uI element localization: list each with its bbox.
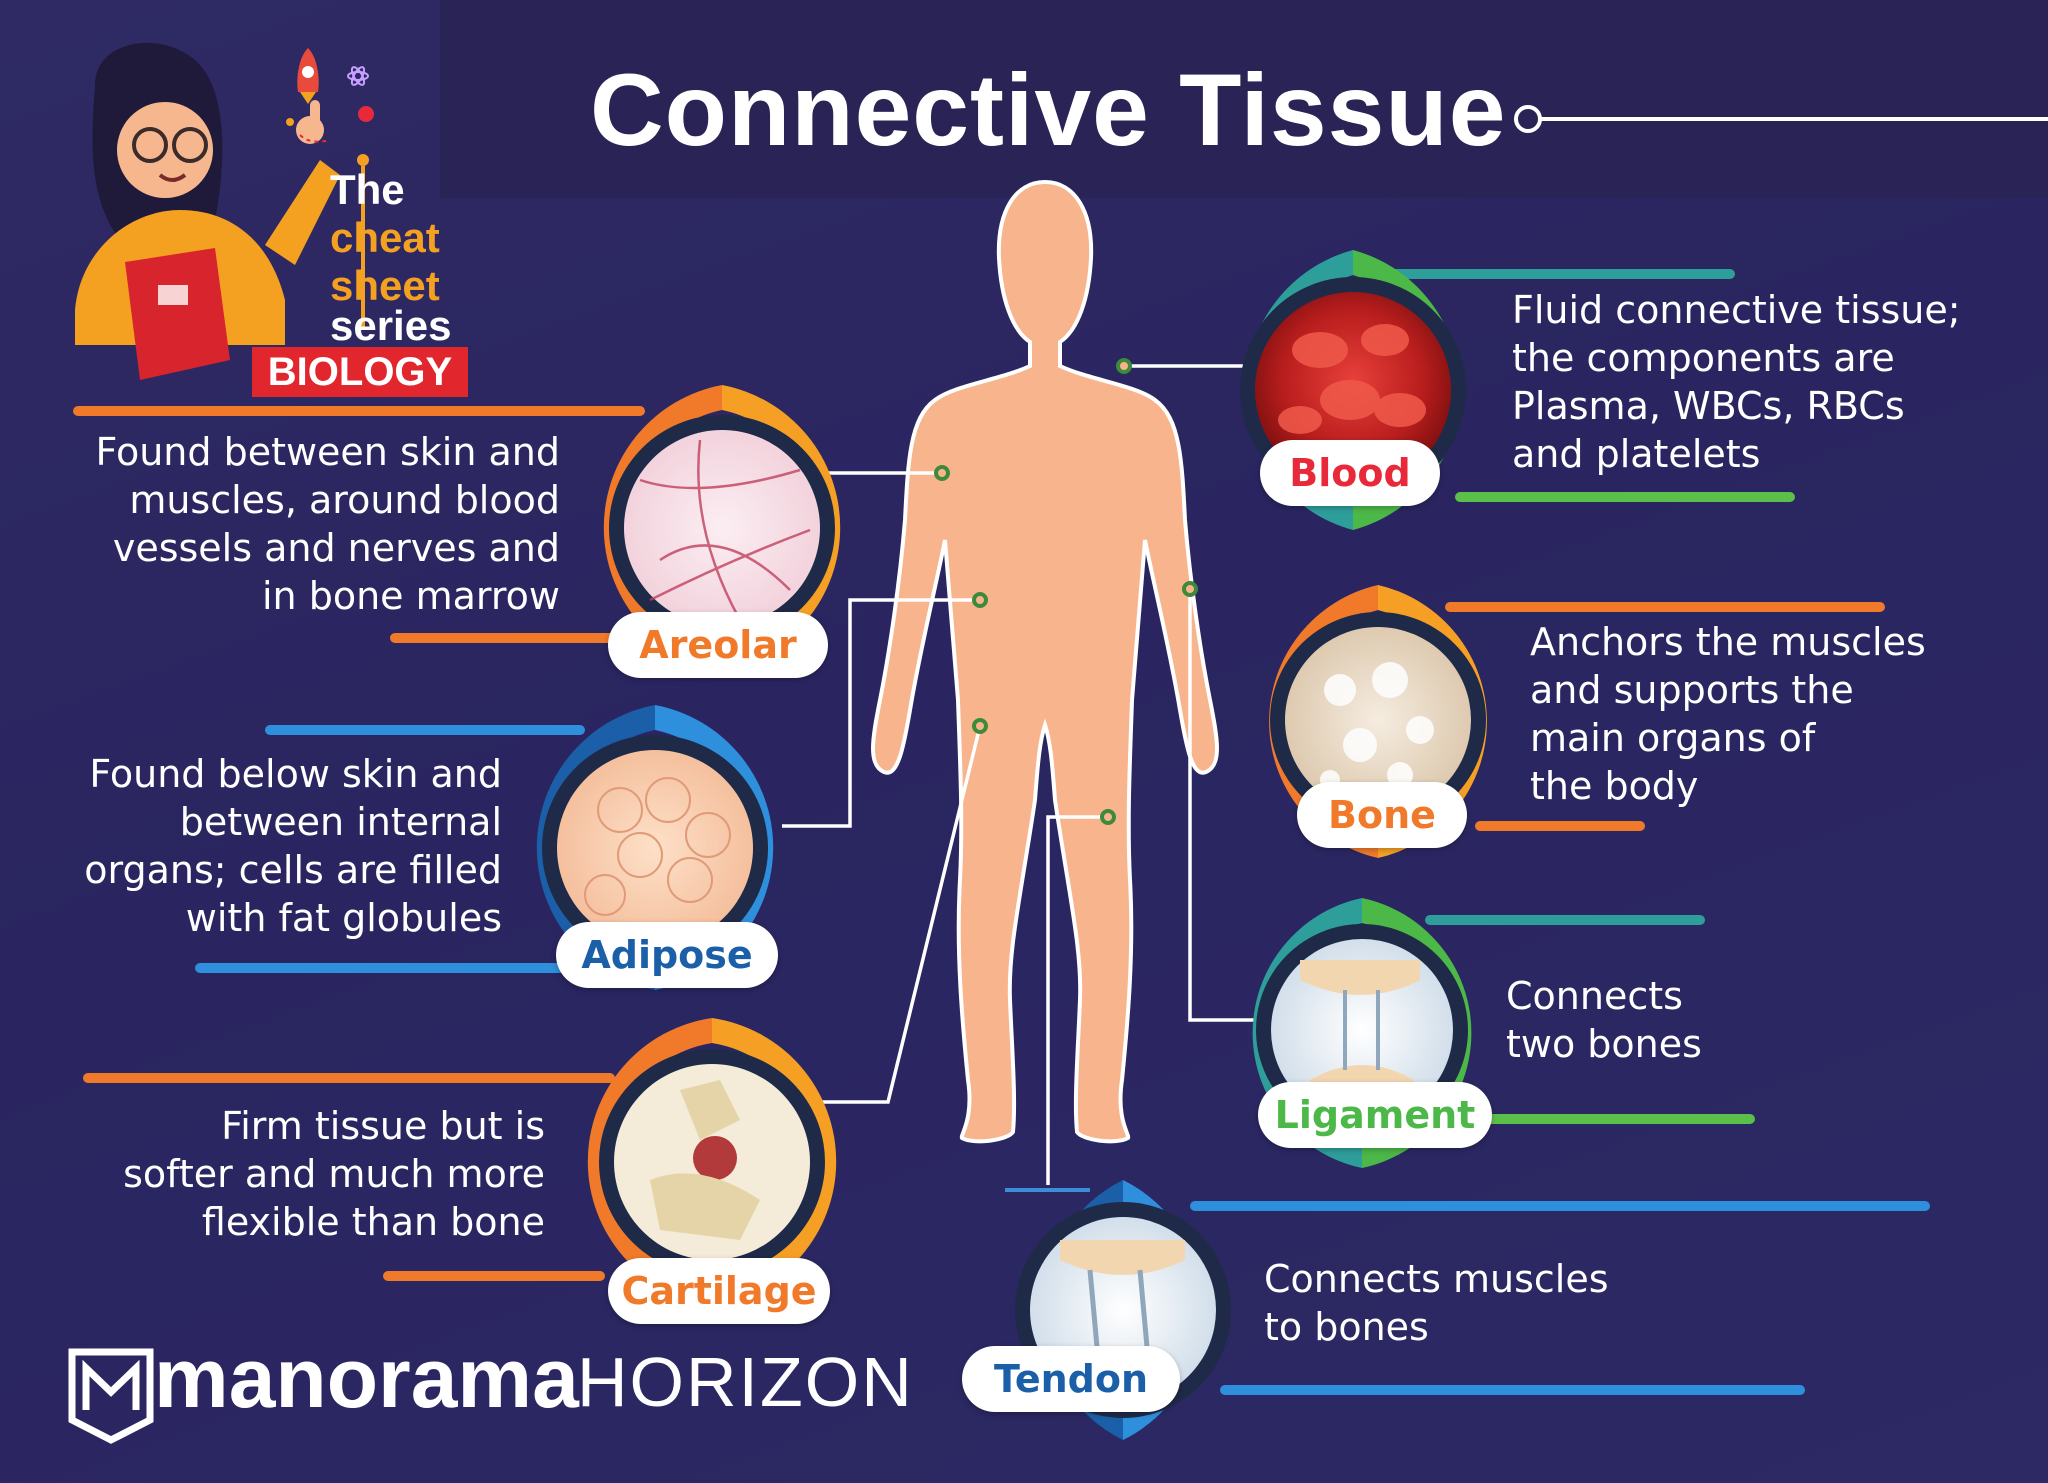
girl-mascot-illustration [75,42,340,380]
brand-name-bold: manorama [154,1331,579,1425]
cartilage-tissue-circle [587,1018,837,1305]
tendon-description: Connects muscles to bones [1264,1257,1609,1349]
title-band [440,0,2048,198]
bone-tissue-circle [1269,585,1487,858]
ligament-description: Connects two bones [1506,974,1702,1066]
blood-label: Blood [1260,440,1440,506]
atom-icon [286,66,374,143]
tendon-label: Tendon [962,1346,1180,1412]
series-line-the: The [330,166,405,213]
brand-name-light: HORIZON [577,1343,914,1421]
areolar-tissue-circle [603,385,841,670]
ligament-label: Ligament [1258,1082,1492,1148]
areolar-label: Areolar [608,612,828,678]
series-line-series: series [330,302,452,349]
page-title: Connective Tissue [590,53,1507,167]
bone-label: Bone [1297,782,1467,848]
series-line-cheat: cheat [330,214,440,261]
manorama-logo-icon [68,1348,154,1444]
adipose-tissue-circle [536,705,774,990]
bone-description: Anchors the muscles and supports the mai… [1530,620,1926,808]
subject-badge: BIOLOGY [252,347,468,397]
connector-lines [782,364,1262,1192]
series-pointer-line [357,154,369,330]
accent-bars [73,269,1930,1395]
blood-description: Fluid connective tissue; the components … [1512,288,1961,476]
cartilage-description: Firm tissue but is softer and much more … [123,1104,545,1244]
rocket-icon [297,48,319,104]
series-line-sheet: sheet [330,262,440,309]
title-line-decoration [1514,105,2048,133]
adipose-description: Found below skin and between internal or… [84,752,502,940]
areolar-description: Found between skin and muscles, around b… [95,430,560,618]
connector-dots [934,358,1198,825]
cartilage-label: Cartilage [608,1258,830,1324]
adipose-label: Adipose [556,922,778,988]
human-body-silhouette [871,179,1219,1144]
